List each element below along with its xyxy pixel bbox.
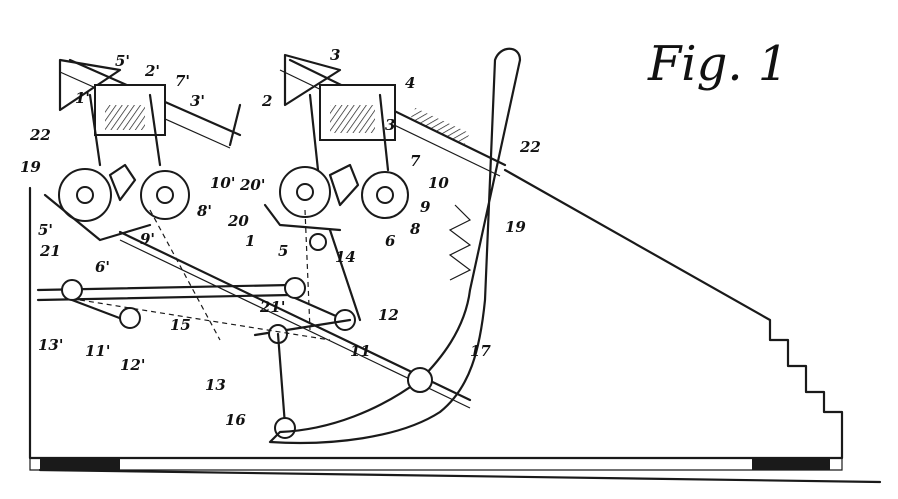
callout-7: 7 — [410, 152, 421, 170]
callout-3-prime: 5' — [115, 52, 130, 70]
callout-13-prime: 13' — [38, 336, 63, 354]
machine-frame — [28, 168, 882, 484]
callout-18: 19 — [505, 218, 526, 236]
callout-9-prime: 9' — [140, 230, 155, 248]
callout-11-prime: 11' — [85, 342, 110, 360]
callout-10: 10 — [428, 174, 449, 192]
right-mechanism — [228, 53, 409, 251]
figure-title: Fig. 1 — [647, 36, 788, 92]
callout-14: 14 — [335, 248, 356, 266]
callout-10-prime: 10' — [210, 174, 235, 192]
callout-4: 4 — [405, 74, 415, 92]
figure-title-group: Fig. 1 — [647, 36, 788, 92]
callout-20: 20' — [239, 176, 265, 194]
callout-6-prime: 6' — [95, 258, 110, 276]
callout-19-right: 20 — [227, 212, 249, 230]
callout-19-left: 19 — [20, 158, 41, 176]
callout-12-prime: 12' — [120, 356, 145, 374]
callout-6: 6 — [385, 232, 396, 250]
callout-16: 16 — [225, 411, 246, 429]
callout-2-prime: 2' — [144, 62, 160, 80]
key-lever — [268, 47, 522, 445]
callout-21-prime: 22 — [29, 126, 51, 144]
frame-edge — [504, 169, 771, 321]
callout-5-prime: 5' — [38, 221, 53, 239]
callout-4-prime: 7' — [175, 72, 190, 90]
callout-20-prime: 21 — [39, 242, 61, 260]
callout-3-right: 3 — [385, 116, 395, 134]
callout-9: 9 — [420, 198, 431, 216]
callout-12: 12 — [378, 306, 399, 324]
callout-15: 15 — [170, 316, 191, 334]
callout-21: 21' — [259, 298, 285, 316]
callout-17: 17 — [470, 342, 491, 360]
callout-3: 3 — [330, 46, 340, 64]
callout-13: 13 — [205, 376, 226, 394]
linkage — [36, 209, 362, 439]
left-mechanism — [43, 58, 190, 242]
callout-22: 22 — [519, 138, 541, 156]
callout-11: 11 — [350, 342, 371, 360]
callout-2: 2 — [261, 92, 272, 110]
callout-5: 5 — [278, 242, 288, 260]
callout-1: 1 — [245, 232, 255, 250]
callout-8: 8 — [410, 220, 421, 238]
callout-1-prime: 1' — [75, 89, 90, 107]
callout-7-prime: 3' — [190, 92, 205, 110]
callout-8-prime: 8' — [197, 202, 212, 220]
reference-numerals: 1' 5' 2' 7' 3' 22 19 10' 8' 9' 5' 21 6' … — [20, 46, 541, 429]
